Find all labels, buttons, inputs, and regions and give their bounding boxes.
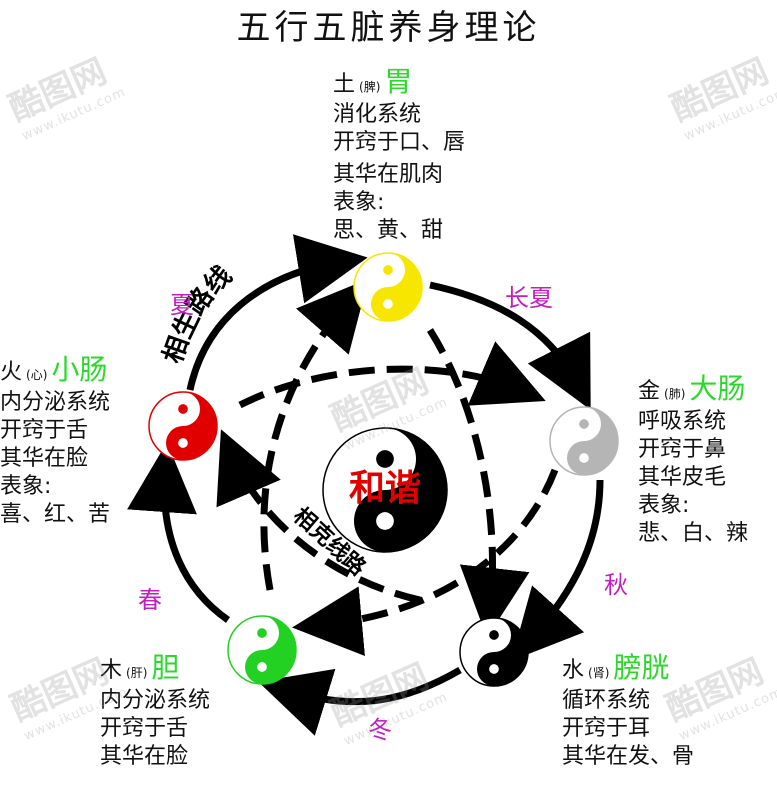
water-element: 水: [562, 658, 585, 683]
fire-line: 内分泌系统: [0, 390, 111, 415]
wood-line: 其华在脸: [100, 744, 189, 769]
arc-water-to-wood: [258, 666, 462, 736]
arc-wood-to-fire: [127, 442, 231, 623]
wood-zang: (肝): [126, 666, 148, 680]
metal-info: 金(肺)大肠 呼吸系统 开窍于鼻 其华皮毛 表象: 悲、白、辣: [638, 375, 748, 548]
restraining-cycle: [216, 278, 559, 657]
water-organ: 膀胱: [613, 651, 670, 684]
season-spring: 春: [138, 586, 162, 614]
generating-cycle: [127, 234, 604, 736]
wood-organ: 胆: [151, 651, 180, 684]
wood-yin-yang: [227, 615, 297, 685]
fire-zang: (心): [26, 368, 48, 382]
earth-line: 其华在肌肉: [333, 162, 444, 187]
fire-line: 喜、红、苦: [0, 502, 111, 527]
fire-line: 其华在脸: [0, 446, 89, 471]
wood-line: 开窍于舌: [100, 716, 189, 741]
metal-yin-yang: [549, 406, 619, 476]
wood-heading: 木(肝)胆: [100, 654, 210, 687]
season-summer: 夏: [170, 291, 194, 319]
water-line: 其华在发、骨: [562, 744, 695, 769]
wood-line: 内分泌系统: [100, 688, 211, 713]
fire-line: 开窍于舌: [0, 418, 89, 443]
season-winter: 冬: [368, 716, 392, 744]
page-title: 五行五脏养身理论: [236, 8, 541, 48]
line-fire-to-metal: [238, 341, 546, 409]
fire-line: 表象:: [0, 474, 52, 499]
fire-element: 火: [0, 360, 23, 385]
earth-line: 消化系统: [333, 102, 422, 127]
metal-element: 金: [638, 379, 661, 404]
center-label: 和谐: [349, 468, 421, 509]
water-line: 开窍于耳: [562, 716, 651, 741]
metal-zang: (肺): [664, 387, 686, 401]
earth-yin-yang: [353, 252, 423, 322]
wood-element: 木: [100, 658, 123, 683]
earth-heading: 土(脾)胃: [333, 68, 465, 101]
earth-line: 表象:: [333, 190, 385, 215]
line-water-to-fire: [216, 429, 421, 604]
center-yin-yang: [322, 427, 448, 553]
earth-element: 土: [333, 72, 356, 97]
fire-heading: 火(心)小肠: [0, 356, 110, 389]
arc-metal-to-water: [511, 479, 604, 661]
arc-fire-to-earth: [186, 234, 368, 391]
arc-earth-to-metal: [429, 281, 591, 410]
water-zang: (肾): [588, 666, 610, 680]
earth-line: 开窍于口、唇: [333, 130, 466, 155]
water-heading: 水(肾)膀胱: [562, 654, 694, 687]
water-line: 循环系统: [562, 688, 651, 713]
fire-organ: 小肠: [51, 353, 108, 386]
metal-line: 悲、白、辣: [638, 521, 749, 546]
earth-organ: 胃: [384, 65, 413, 98]
metal-line: 其华皮毛: [638, 465, 727, 490]
metal-line: 开窍于鼻: [638, 437, 727, 462]
metal-heading: 金(肺)大肠: [638, 375, 748, 408]
earth-info: 土(脾)胃 消化系统 开窍于口、唇 其华在肌肉 表象: 思、黄、甜: [333, 68, 465, 245]
water-info: 水(肾)膀胱 循环系统 开窍于耳 其华在发、骨: [562, 654, 694, 771]
wood-info: 木(肝)胆 内分泌系统 开窍于舌 其华在脸: [100, 654, 210, 771]
season-autumn: 秋: [604, 571, 628, 599]
fire-info: 火(心)小肠 内分泌系统 开窍于舌 其华在脸 表象: 喜、红、苦: [0, 356, 110, 529]
earth-zang: (脾): [359, 80, 381, 94]
season-late-summer: 长夏: [505, 284, 553, 312]
fire-yin-yang: [148, 391, 218, 461]
metal-line: 表象:: [638, 493, 690, 518]
water-yin-yang: [459, 617, 529, 687]
metal-organ: 大肠: [689, 372, 746, 405]
metal-line: 呼吸系统: [638, 409, 727, 434]
earth-line: 思、黄、甜: [333, 218, 444, 243]
